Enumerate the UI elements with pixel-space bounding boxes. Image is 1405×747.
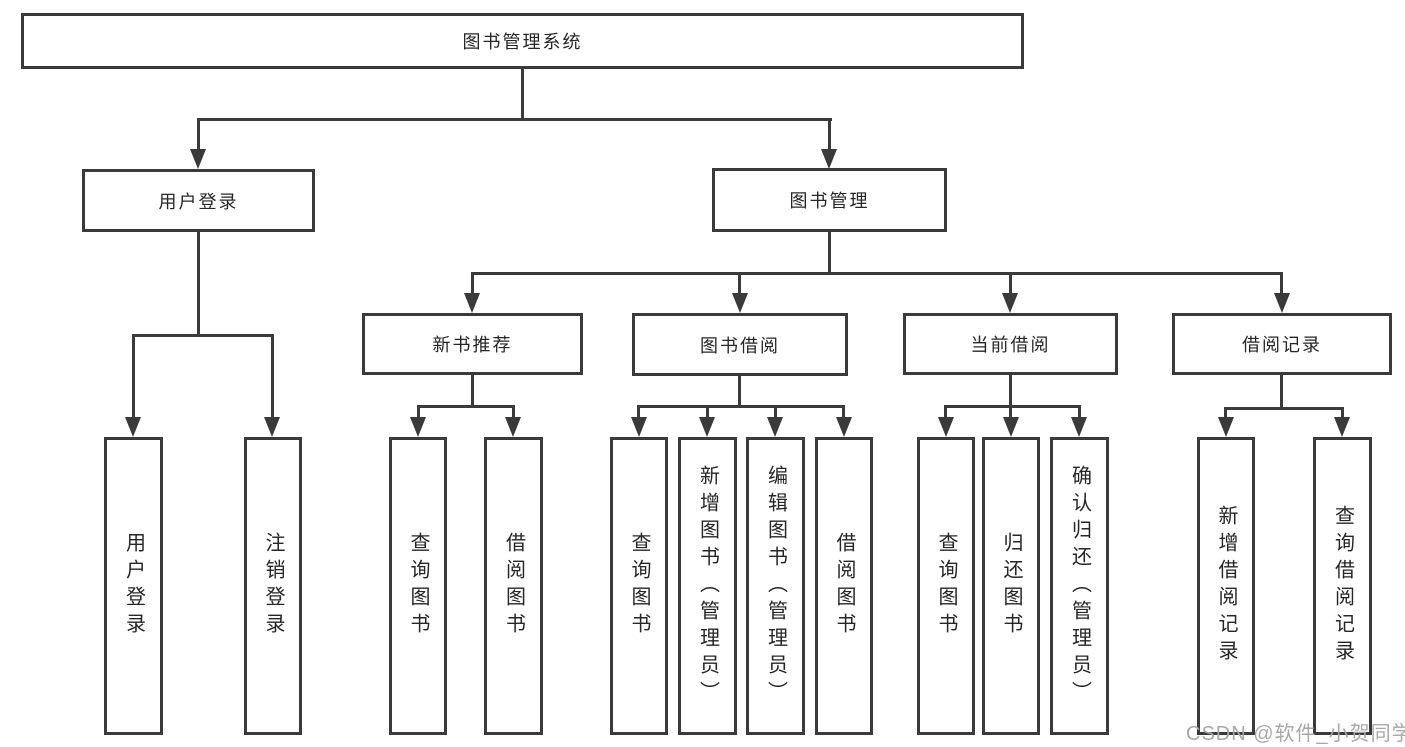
connector [842, 405, 845, 418]
connector [828, 118, 831, 151]
connector [197, 232, 200, 334]
connector [1009, 375, 1012, 405]
connector [471, 272, 474, 294]
arrowhead-icon [938, 417, 954, 437]
arrowhead-icon [190, 149, 206, 169]
arrowhead-icon [1274, 293, 1290, 313]
arrowhead-icon [1334, 417, 1350, 437]
connector [471, 272, 1283, 275]
connector [471, 375, 474, 405]
connector [197, 118, 200, 151]
arrowhead-icon [1002, 293, 1018, 313]
connector [944, 405, 947, 418]
connector [521, 69, 524, 118]
arrowhead-icon [125, 417, 141, 437]
connector [706, 405, 709, 418]
leaf-user-login: 用户登录 [104, 437, 163, 735]
connector [512, 405, 515, 418]
connector [774, 405, 777, 418]
arrowhead-icon [410, 417, 426, 437]
leaf-edit-book-admin: 编辑图书（管理员） [746, 437, 805, 735]
leaf-query-books-current: 查询图书 [917, 437, 975, 735]
arrowhead-icon [464, 293, 480, 313]
leaf-return-book: 归还图书 [982, 437, 1040, 735]
connector [417, 405, 515, 408]
connector [132, 334, 135, 418]
node-current-borrow: 当前借阅 [903, 313, 1118, 375]
arrowhead-icon [699, 417, 715, 437]
arrowhead-icon [264, 417, 280, 437]
connector [271, 334, 274, 418]
connector [738, 375, 741, 405]
connector [1009, 272, 1012, 294]
node-root: 图书管理系统 [21, 13, 1024, 69]
connector [944, 405, 1080, 408]
connector [417, 405, 420, 418]
connector [1009, 405, 1012, 418]
arrowhead-icon [631, 417, 647, 437]
arrowhead-icon [836, 417, 852, 437]
connector [1280, 272, 1283, 294]
leaf-add-book-admin: 新增图书（管理员） [678, 437, 737, 735]
connector [132, 334, 274, 337]
leaf-borrow-books-recommend: 借阅图书 [484, 437, 543, 735]
leaf-add-borrow-record: 新增借阅记录 [1197, 437, 1255, 735]
connector [197, 118, 832, 121]
connector [1280, 375, 1283, 407]
arrowhead-icon [1071, 417, 1087, 437]
node-user-login: 用户登录 [82, 169, 315, 232]
arrowhead-icon [767, 417, 783, 437]
leaf-query-borrow-record: 查询借阅记录 [1313, 437, 1372, 735]
arrowhead-icon [505, 417, 521, 437]
arrowhead-icon [1003, 417, 1019, 437]
connector [738, 272, 741, 294]
node-book-borrow: 图书借阅 [632, 313, 848, 376]
connector [1224, 407, 1343, 410]
leaf-query-books-borrow: 查询图书 [610, 437, 668, 735]
node-new-book-recommend: 新书推荐 [362, 313, 583, 375]
connector [828, 232, 831, 272]
connector [637, 405, 640, 418]
node-book-management: 图书管理 [712, 168, 947, 232]
leaf-query-books-recommend: 查询图书 [389, 437, 447, 735]
connector [1224, 407, 1227, 418]
leaf-confirm-return-admin: 确认归还（管理员） [1050, 437, 1109, 735]
connector [637, 405, 845, 408]
leaf-logout: 注销登录 [244, 437, 302, 735]
arrowhead-icon [732, 293, 748, 313]
arrowhead-icon [1218, 417, 1234, 437]
connector [1078, 405, 1081, 418]
connector [1341, 407, 1344, 418]
watermark: CSDN @软件_小贺同学 [1186, 723, 1405, 745]
node-borrow-records: 借阅记录 [1172, 313, 1392, 375]
leaf-borrow-books-borrow: 借阅图书 [815, 437, 873, 735]
arrowhead-icon [821, 149, 837, 169]
